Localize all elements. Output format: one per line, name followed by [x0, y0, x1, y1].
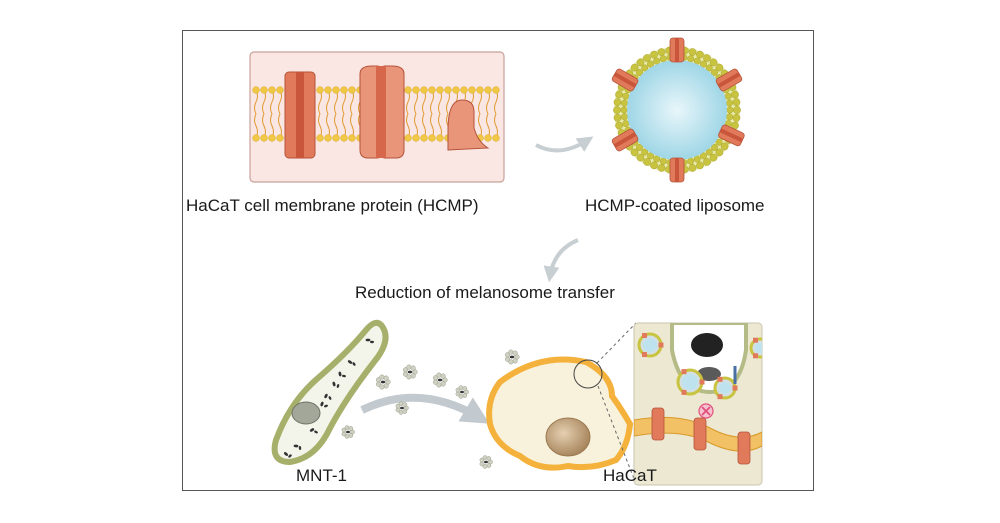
inset-detail: [633, 322, 763, 486]
membrane-panel: [249, 51, 505, 183]
zoom-indicator: [573, 322, 637, 485]
liposome: [611, 37, 745, 183]
hacat-cell: [486, 356, 634, 471]
curved-arrow-icon: [360, 393, 490, 424]
curved-arrow-icon: [543, 238, 579, 283]
peripheral-protein: [447, 99, 490, 151]
label-reduction: Reduction of melanosome transfer: [355, 283, 615, 302]
label-liposome: HCMP-coated liposome: [585, 196, 765, 215]
inhibition-cross-icon: [698, 403, 714, 419]
label-hcmp: HaCaT cell membrane protein (HCMP): [186, 196, 479, 215]
transmembrane-protein-1: [284, 71, 316, 159]
curved-arrow-icon: [535, 136, 594, 153]
mnt1-cell: [271, 319, 389, 466]
label-mnt1: MNT-1: [296, 466, 347, 485]
label-hacat: HaCaT: [603, 466, 657, 485]
transmembrane-protein-2: [359, 65, 405, 159]
